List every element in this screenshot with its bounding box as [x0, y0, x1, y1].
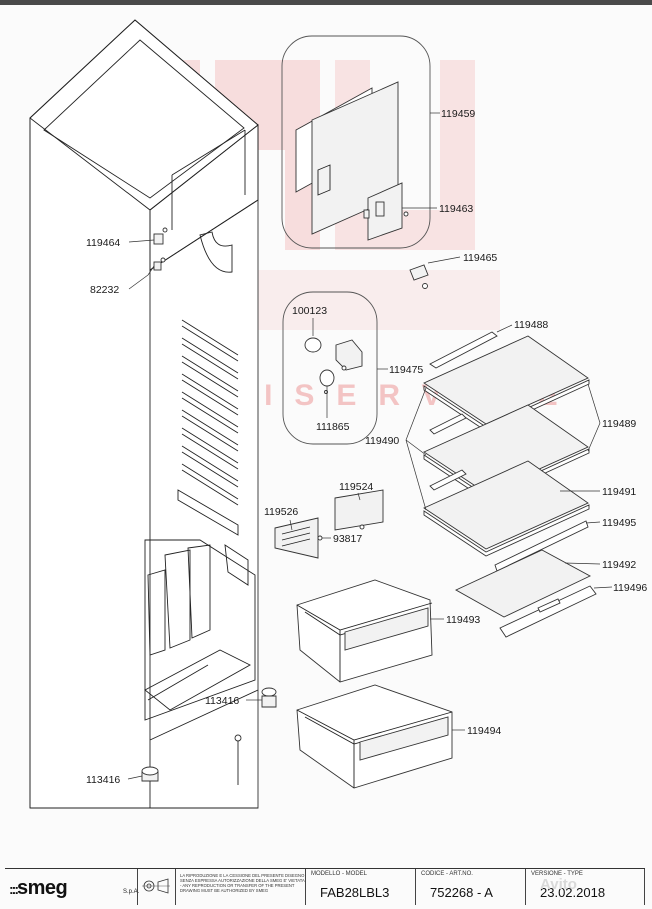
smeg-logo: :::smeg — [9, 877, 68, 899]
part-label: 111865 — [316, 421, 350, 433]
leader-lines — [127, 112, 613, 780]
part-label: 119475 — [389, 364, 423, 376]
cabinet-body — [29, 19, 259, 809]
feet-and-pin — [141, 687, 277, 785]
shelf-rails — [181, 319, 239, 506]
exploded-parts-diagram: MULTISERVICE — [29, 19, 647, 809]
part-label: 119524 — [339, 481, 373, 493]
part-label: 119493 — [446, 614, 480, 626]
part-label: 119489 — [602, 418, 636, 430]
model-value: FAB28LBL3 — [320, 885, 390, 900]
part-label: 93817 — [333, 533, 362, 545]
hinge-part — [409, 264, 429, 289]
drawer-lower — [296, 684, 453, 789]
part-label: 82232 — [90, 284, 119, 296]
part-label: 119464 — [86, 237, 120, 249]
legal-text: LA RIPRODUZIONE E LA CESSIONE DEL PRESEN… — [180, 873, 305, 893]
model-cell: MODELLO - MODEL FAB28LBL3 — [305, 869, 415, 905]
projection-symbol-icon — [142, 878, 170, 894]
cabinet-small-parts — [153, 227, 168, 271]
part-label: 113416 — [205, 695, 239, 707]
ice-tray-group — [282, 291, 378, 445]
part-labels: 119459 119463 119464 82232 119465 100123… — [86, 108, 647, 786]
part-label: 119463 — [439, 203, 473, 215]
title-block: :::smeg S.p.A. LA RIPRODUZIONE E LA CESS… — [5, 868, 645, 905]
brand-name: smeg — [17, 877, 68, 899]
part-label: 113416 — [86, 774, 120, 786]
overlay-badge: Avito — [540, 876, 577, 893]
part-label: 119496 — [613, 582, 647, 594]
part-label: 119491 — [602, 486, 636, 498]
part-label: 119488 — [514, 319, 548, 331]
company-suffix: S.p.A. — [123, 889, 140, 895]
version-cell: VERSIONE - TYPE 23.02.2018 — [525, 869, 645, 905]
version-value: 23.02.2018 — [540, 885, 606, 900]
part-label: 100123 — [292, 305, 327, 317]
code-cell: CODICE - ART.NO. 752268 - A — [415, 869, 525, 905]
part-label: 119495 — [602, 517, 636, 529]
door-group — [281, 35, 431, 249]
part-label: 119494 — [467, 725, 501, 737]
drawer-upper — [296, 579, 433, 683]
part-label: 119492 — [602, 559, 636, 571]
brackets — [274, 489, 384, 559]
version-label: VERSIONE - TYPE — [531, 871, 583, 877]
projection-cell — [137, 869, 175, 905]
part-label: 119459 — [441, 108, 475, 120]
part-label: 119490 — [365, 435, 399, 447]
model-label: MODELLO - MODEL — [311, 871, 368, 877]
legal-cell: LA RIPRODUZIONE E LA CESSIONE DEL PRESEN… — [175, 869, 305, 905]
code-label: CODICE - ART.NO. — [421, 871, 473, 877]
code-value: 752268 - A — [430, 885, 493, 900]
top-border — [0, 0, 652, 5]
part-label: 119465 — [463, 252, 497, 264]
part-label: 119526 — [264, 506, 298, 518]
glass-shelves — [423, 331, 597, 638]
